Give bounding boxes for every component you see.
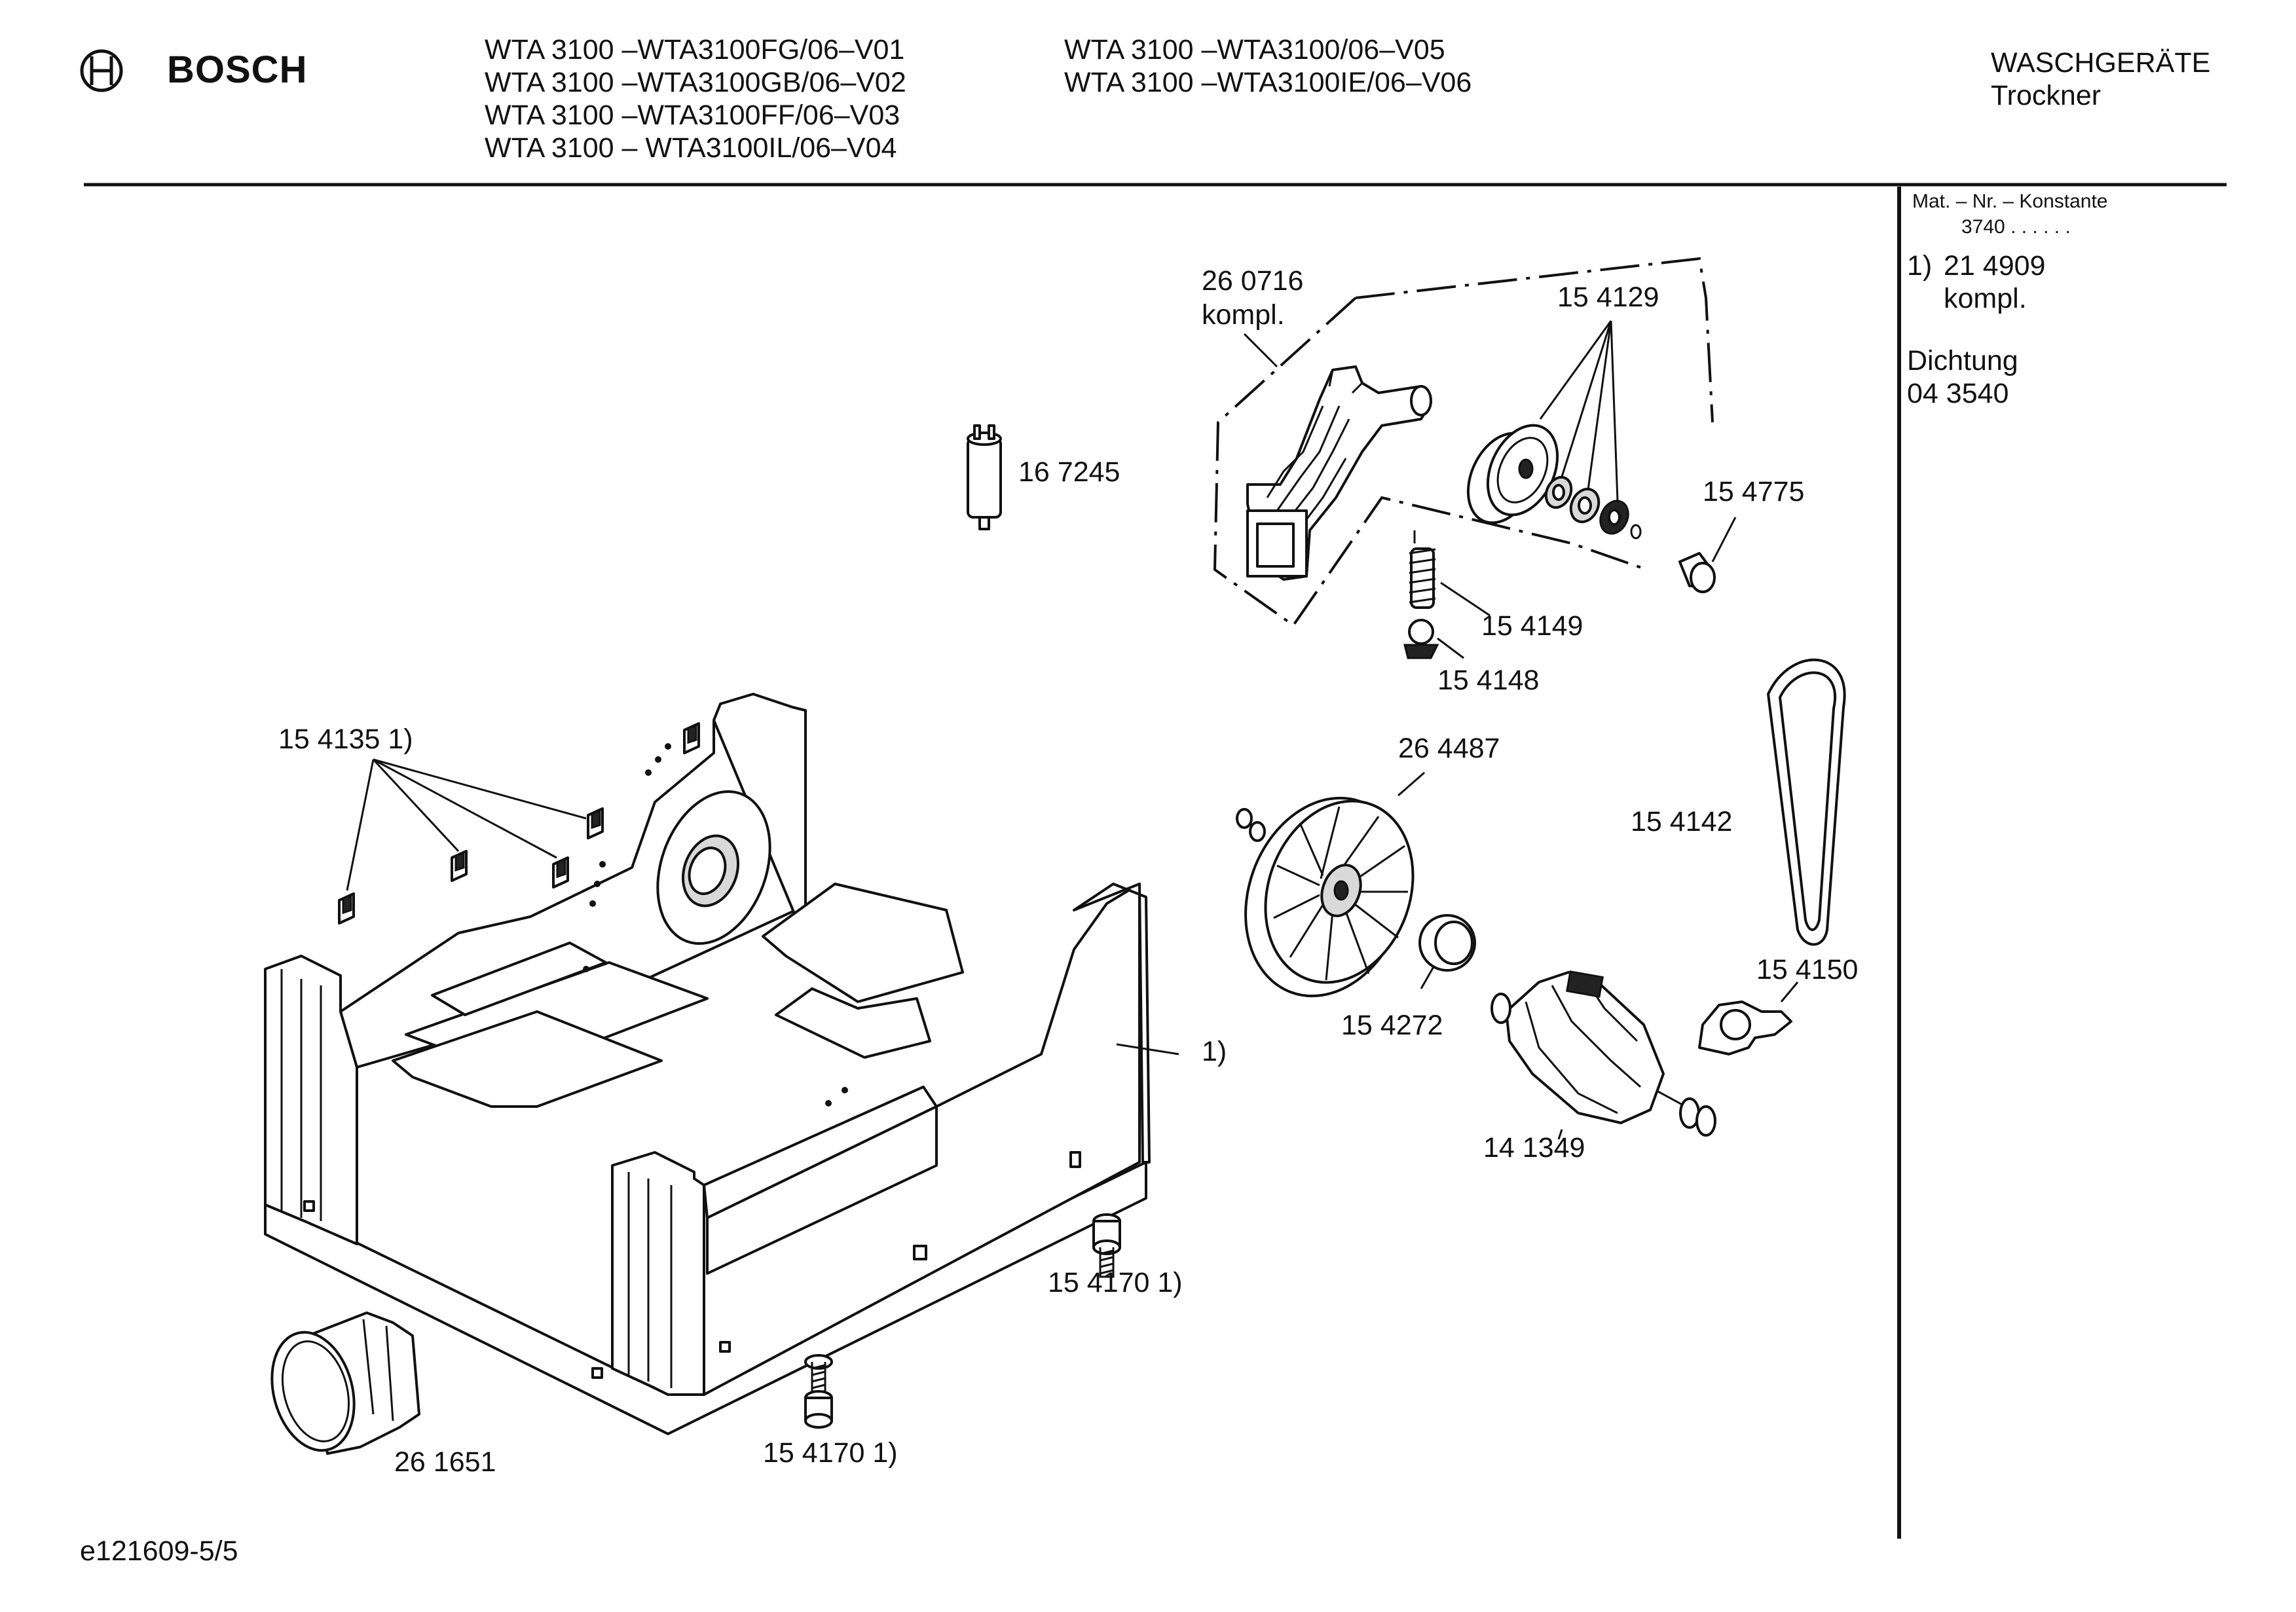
drive-belt-part-154142 bbox=[1767, 658, 1846, 946]
leaders-154135 bbox=[346, 758, 587, 891]
screw-part-154170-right bbox=[1092, 1213, 1121, 1278]
leaders-154129 bbox=[1539, 320, 1619, 502]
clip-part-154135-d bbox=[587, 807, 604, 839]
model-line-2: WTA 3100 –WTA3100GB/06–V02 bbox=[485, 67, 906, 98]
bearing-ring-1 bbox=[1544, 475, 1573, 509]
part-label-167245: 16 7245 bbox=[1018, 456, 1120, 488]
clip-part-154135-b bbox=[451, 850, 468, 882]
motor-part-141349 bbox=[1491, 970, 1716, 1140]
dichtung-number: 04 3540 bbox=[1907, 378, 2009, 409]
part-label-154150: 15 4150 bbox=[1756, 954, 1859, 985]
duct-adapter-part-261651 bbox=[270, 1311, 420, 1455]
part-label-260716-note: kompl. bbox=[1202, 299, 1285, 331]
model-line-1: WTA 3100 –WTA3100FG/06–V01 bbox=[485, 34, 905, 65]
part-label-154170-right: 15 4170 1) bbox=[1048, 1267, 1183, 1298]
pin-part-154775 bbox=[1678, 517, 1737, 593]
part-label-154272: 15 4272 bbox=[1341, 1010, 1443, 1041]
part-label-154149: 15 4149 bbox=[1481, 610, 1583, 642]
fan-wheel-part-264487 bbox=[1244, 796, 1415, 998]
screw-part-154170-bottom bbox=[804, 1354, 833, 1429]
leader-base-note bbox=[1116, 1043, 1179, 1055]
part-label-260716: 26 0716 bbox=[1202, 265, 1304, 297]
base-frame-part bbox=[264, 693, 1151, 1435]
category-title: WASCHGERÄTE bbox=[1991, 47, 2211, 79]
note-1-text: kompl. bbox=[1944, 283, 2027, 314]
part-label-154135: 15 4135 1) bbox=[278, 724, 413, 755]
bosch-armature-icon bbox=[80, 49, 123, 92]
brand-name: BOSCH bbox=[167, 48, 308, 91]
clamp-part-154150 bbox=[1698, 981, 1799, 1055]
part-label-141349: 14 1349 bbox=[1483, 1132, 1585, 1163]
nut-small-2 bbox=[1249, 821, 1266, 842]
part-label-base-note: 1) bbox=[1202, 1036, 1227, 1067]
part-label-154129: 15 4129 bbox=[1557, 282, 1659, 313]
part-label-264487: 26 4487 bbox=[1398, 733, 1500, 764]
model-line-6: WTA 3100 –WTA3100IE/06–V06 bbox=[1064, 67, 1472, 98]
leader-264487 bbox=[1398, 771, 1425, 797]
model-line-4: WTA 3100 – WTA3100IL/06–V04 bbox=[485, 132, 897, 164]
mat-nr-value: 3740 . . . . . . bbox=[1961, 216, 2071, 238]
part-label-154775: 15 4775 bbox=[1703, 476, 1805, 507]
document-id: e121609-5/5 bbox=[80, 1535, 238, 1567]
clip-part-154135-e bbox=[683, 722, 700, 754]
model-line-3: WTA 3100 –WTA3100FF/06–V03 bbox=[485, 100, 900, 131]
model-line-5: WTA 3100 –WTA3100/06–V05 bbox=[1064, 34, 1445, 65]
part-label-154170-bottom: 15 4170 1) bbox=[763, 1437, 898, 1469]
note-1-marker: 1) bbox=[1907, 250, 1933, 282]
dichtung-label: Dichtung bbox=[1907, 345, 2018, 376]
note-1-number: 21 4909 bbox=[1944, 250, 2046, 282]
motor-bracket-part bbox=[1246, 365, 1432, 581]
pulley-part bbox=[1466, 424, 1559, 524]
clip-part-154135-c bbox=[552, 856, 569, 888]
bearing-ring-2 bbox=[1569, 487, 1601, 524]
leader-260716 bbox=[1243, 333, 1278, 368]
spring-part-154149 bbox=[1409, 530, 1491, 617]
subcategory-title: Trockner bbox=[1991, 80, 2102, 111]
capacitor-part-167245 bbox=[967, 424, 1002, 530]
clip-part-154148 bbox=[1403, 619, 1464, 659]
mat-nr-title: Mat. – Nr. – Konstante bbox=[1912, 191, 2108, 212]
clip-part-154135-a bbox=[338, 892, 355, 925]
circlip-small bbox=[1630, 524, 1642, 540]
part-label-261651: 26 1651 bbox=[394, 1446, 496, 1478]
part-label-154148: 15 4148 bbox=[1437, 665, 1540, 696]
seal-ring-part-154272 bbox=[1418, 914, 1476, 989]
part-label-154142: 15 4142 bbox=[1631, 806, 1733, 837]
nut-small-1 bbox=[1236, 808, 1253, 829]
motor-bracket-group-outline bbox=[1213, 257, 1714, 627]
bearing-ring-3 bbox=[1599, 500, 1629, 535]
